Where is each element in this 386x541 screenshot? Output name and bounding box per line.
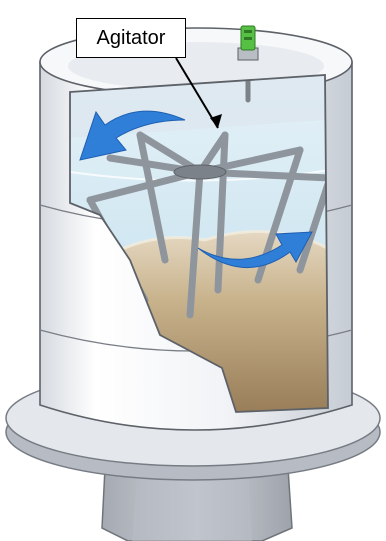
sensor-icon [238, 26, 258, 60]
agitator-callout: Agitator [76, 18, 186, 58]
agitator-label: Agitator [97, 27, 166, 50]
